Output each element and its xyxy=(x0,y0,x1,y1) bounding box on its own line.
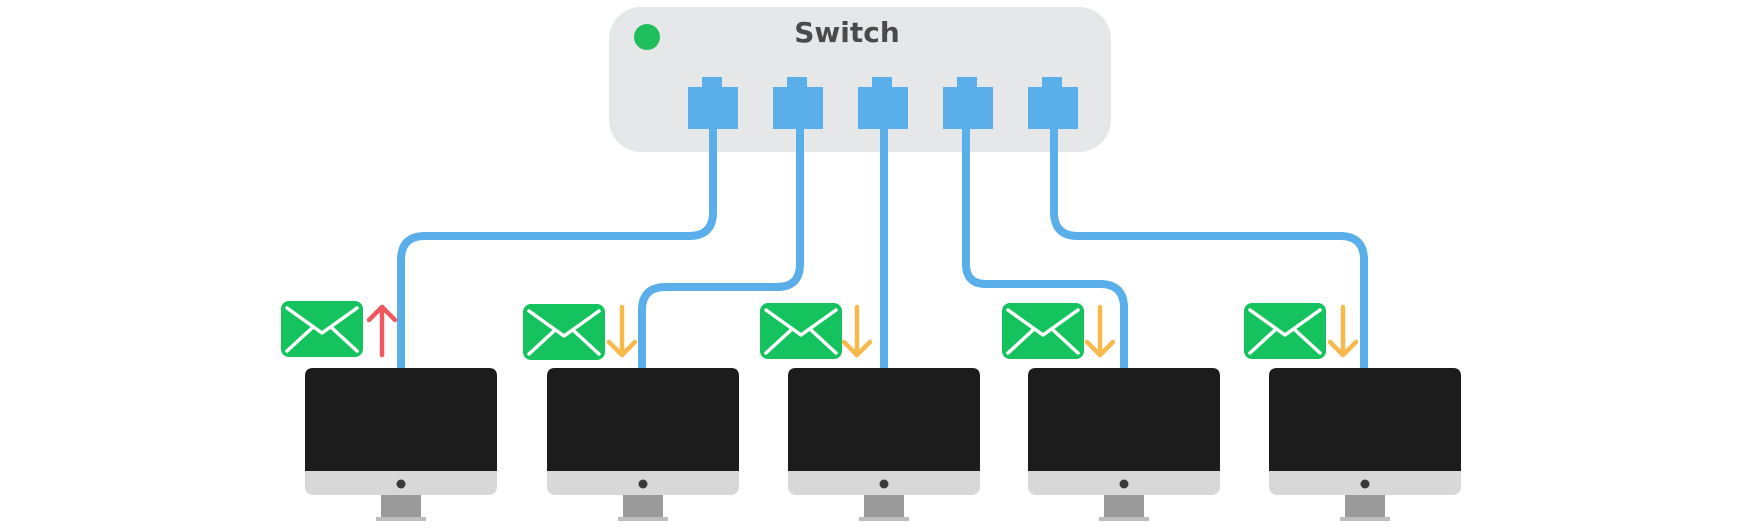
monitor-stand xyxy=(1345,495,1385,518)
monitor-screen xyxy=(1028,368,1220,471)
monitor-stand xyxy=(1104,495,1144,518)
envelope-icon xyxy=(1244,303,1326,359)
computer-3 xyxy=(788,368,980,521)
camera-dot xyxy=(396,479,406,489)
cable-5 xyxy=(1050,129,1368,368)
monitor-screen xyxy=(305,368,497,471)
envelope-icon xyxy=(1002,303,1084,359)
cable-1 xyxy=(397,129,717,368)
switch-port-1 xyxy=(688,77,738,129)
computer-2 xyxy=(547,368,739,521)
status-led xyxy=(634,24,660,50)
computers xyxy=(305,368,1461,521)
switch-title: Switch xyxy=(794,16,900,49)
monitor-stand-base xyxy=(618,517,668,521)
monitor-screen xyxy=(1269,368,1461,471)
cable-4 xyxy=(962,129,1128,368)
arrow-down-icon xyxy=(1327,304,1359,358)
camera-dot xyxy=(1119,479,1129,489)
monitor-stand-base xyxy=(376,517,426,521)
arrow-down-icon xyxy=(841,304,873,358)
arrow-down-icon xyxy=(1084,304,1116,358)
switch-port-4 xyxy=(943,77,993,129)
camera-dot xyxy=(1360,479,1370,489)
camera-dot xyxy=(879,479,889,489)
monitor-stand xyxy=(623,495,663,518)
switch-port-5 xyxy=(1028,77,1078,129)
switch-port-2 xyxy=(773,77,823,129)
switch-port-3 xyxy=(858,77,908,129)
computer-4 xyxy=(1028,368,1220,521)
computer-5 xyxy=(1269,368,1461,521)
monitor-screen xyxy=(547,368,739,471)
monitor-stand-base xyxy=(859,517,909,521)
camera-dot xyxy=(638,479,648,489)
envelope-icon xyxy=(281,301,363,357)
arrow-down-icon xyxy=(606,304,638,358)
cable-2 xyxy=(638,129,804,368)
envelope-icon xyxy=(523,304,605,360)
monitor-stand xyxy=(864,495,904,518)
traffic-indicators xyxy=(281,301,1359,360)
monitor-screen xyxy=(788,368,980,471)
arrow-up-icon xyxy=(366,304,398,358)
monitor-stand xyxy=(381,495,421,518)
monitor-stand-base xyxy=(1340,517,1390,521)
computer-1 xyxy=(305,368,497,521)
monitor-stand-base xyxy=(1099,517,1149,521)
cables xyxy=(397,129,1368,368)
switch: Switch xyxy=(609,7,1111,152)
envelope-icon xyxy=(760,303,842,359)
